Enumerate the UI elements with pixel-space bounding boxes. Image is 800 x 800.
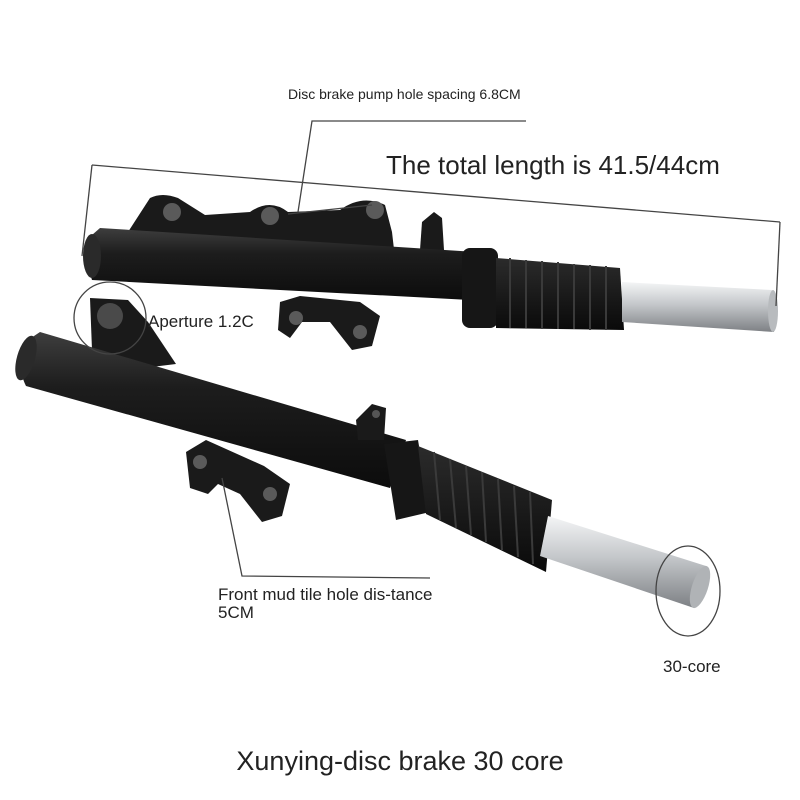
- upper-fork-leg: [83, 195, 778, 350]
- mud-tile-hole-label: Front mud tile hole dis-tance 5CM: [218, 585, 433, 622]
- upper-dust-boot: [496, 258, 624, 330]
- pump-hole-spacing-label: Disc brake pump hole spacing 6.8CM: [288, 86, 521, 102]
- fender-tab-hole: [372, 410, 380, 418]
- total-length-end-right: [775, 221, 781, 307]
- pump-spacing-leader: [297, 120, 526, 213]
- lower-main-tube: [20, 332, 406, 488]
- upper-lower-hole-1: [289, 311, 303, 325]
- annotation-lines: [73, 120, 781, 637]
- caliper-mount-hole-2: [261, 207, 279, 225]
- core-size-label: 30-core: [663, 657, 721, 676]
- upper-main-tube: [88, 228, 476, 300]
- caliper-mount-hole-1: [163, 203, 181, 221]
- upper-chrome-stanchion: [622, 282, 774, 332]
- upper-stanchion-end: [768, 290, 778, 332]
- caliper-mount-hole-3: [366, 201, 384, 219]
- lower-collar: [384, 440, 430, 520]
- total-length-end-left: [81, 164, 93, 257]
- aperture-label: Aperture 1.2C: [148, 312, 254, 331]
- lower-tube-end-cap: [15, 335, 37, 381]
- product-caption: Xunying-disc brake 30 core: [236, 746, 564, 776]
- upper-boot-ribs: [509, 258, 607, 330]
- lower-boot-ribs: [433, 451, 534, 565]
- core-marker: [655, 545, 721, 637]
- fender-tab-lower: [356, 404, 386, 440]
- mudguard-hole-2: [263, 487, 277, 501]
- total-length-label: The total length is 41.5/44cm: [386, 150, 720, 180]
- fender-tab-upper: [420, 212, 444, 250]
- mud-tile-leader: [221, 477, 431, 579]
- total-length-line: [91, 164, 781, 223]
- upper-tube-end-cap: [83, 234, 101, 278]
- axle-hole: [97, 303, 123, 329]
- upper-lower-bracket: [278, 296, 380, 350]
- pump-spacing-pointer: [287, 204, 373, 215]
- upper-collar: [462, 248, 498, 328]
- lower-stanchion-end: [689, 565, 711, 609]
- aperture-marker: [73, 281, 147, 355]
- lower-chrome-stanchion: [540, 516, 706, 608]
- upper-lower-hole-2: [353, 325, 367, 339]
- mudguard-bracket: [186, 440, 290, 522]
- mudguard-hole-1: [193, 455, 207, 469]
